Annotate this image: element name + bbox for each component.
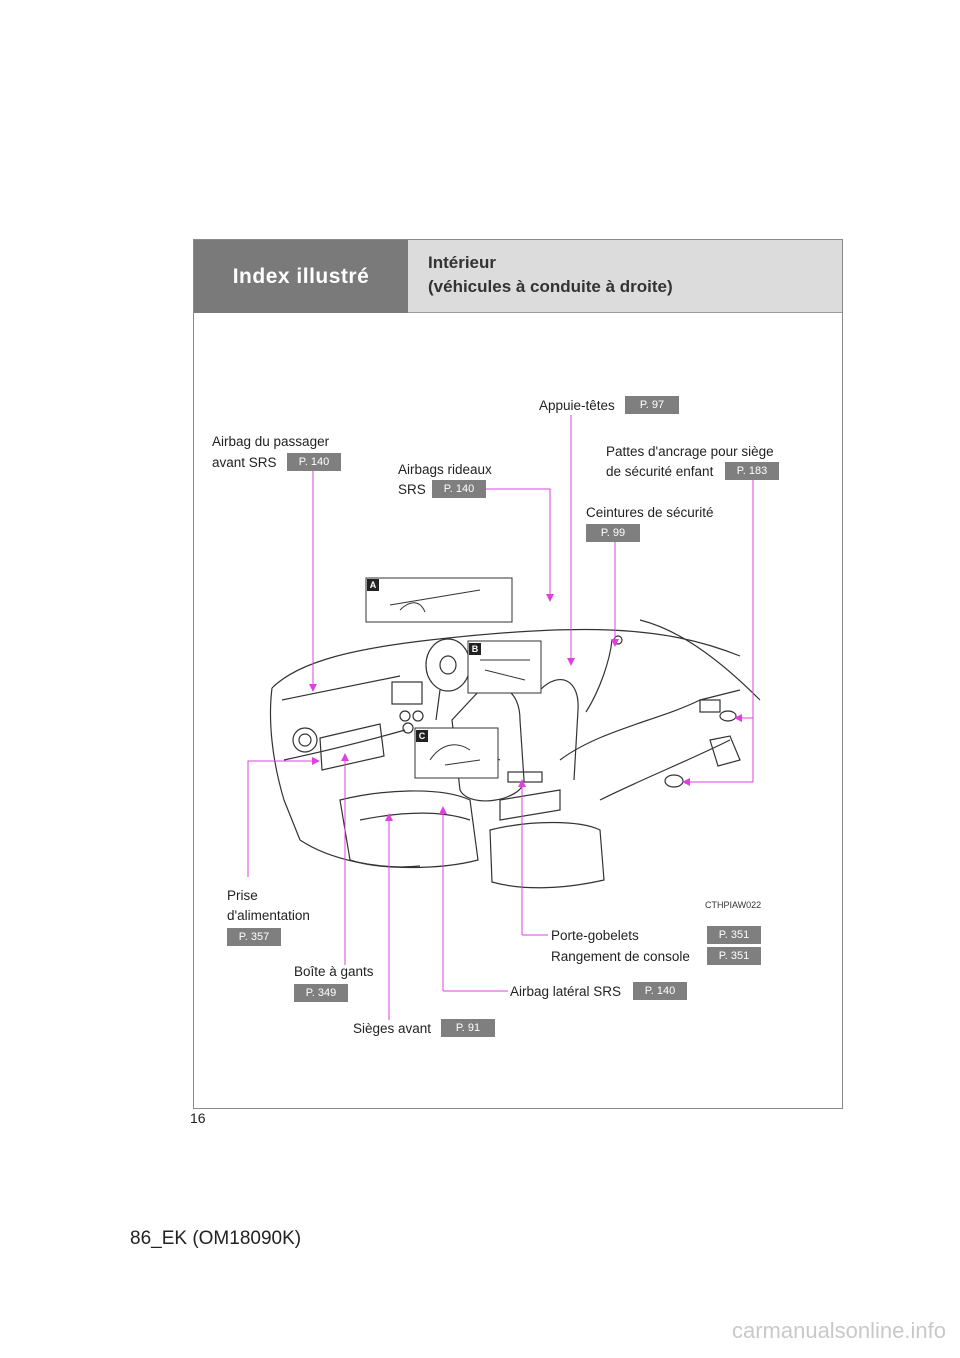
- callout-prise-label-1: Prise: [227, 888, 258, 903]
- watermark: carmanualsonline.info: [731, 1318, 946, 1343]
- inset-c-marker: C: [416, 730, 428, 742]
- callout-rangement-console-label: Rangement de console: [551, 949, 690, 964]
- callout-airbags-rideaux-page[interactable]: P. 140: [432, 480, 486, 498]
- callout-boite-gants-label: Boîte à gants: [294, 964, 374, 979]
- callout-sieges-avant-page[interactable]: P. 91: [441, 1019, 495, 1037]
- callout-prise-page[interactable]: P. 357: [227, 928, 281, 946]
- callout-rangement-console-page[interactable]: P. 351: [707, 947, 761, 965]
- inset-a-frame: [365, 577, 513, 623]
- section-tab: Index illustré: [194, 240, 408, 313]
- callout-airbags-rideaux-label-2: SRS: [398, 482, 426, 497]
- callout-airbag-lateral-label: Airbag latéral SRS: [510, 984, 622, 999]
- page-frame: [193, 239, 843, 1109]
- page-number: 16: [190, 1110, 206, 1126]
- leader-arrows: [309, 594, 742, 821]
- section-title: Index illustré: [232, 264, 370, 288]
- callout-appuie-tetes-page[interactable]: P. 97: [625, 396, 679, 414]
- callout-porte-gobelets-label: Porte-gobelets: [551, 928, 639, 943]
- callout-ceintures-label: Ceintures de sécurité: [586, 505, 714, 520]
- callout-airbag-lateral-page[interactable]: P. 140: [633, 982, 687, 1000]
- callout-pattes-ancrage-label-1: Pattes d'ancrage pour siège: [606, 444, 774, 459]
- callout-prise-label-2: d'alimentation: [227, 908, 310, 923]
- callout-airbag-passager-label-2: avant SRS: [212, 455, 277, 470]
- callout-pattes-ancrage-label-2: de sécurité enfant: [606, 464, 714, 479]
- leader-lines: [247, 415, 754, 1020]
- inset-c-frame: [414, 727, 499, 779]
- callout-airbag-passager-page[interactable]: P. 140: [287, 453, 341, 471]
- document-code: 86_EK (OM18090K): [130, 1228, 302, 1249]
- page-title: Intérieur: [428, 253, 497, 272]
- callout-pattes-ancrage-page[interactable]: P. 183: [725, 462, 779, 480]
- callout-appuie-tetes-label: Appuie-têtes: [539, 398, 615, 413]
- inset-a-marker: A: [367, 579, 379, 591]
- callout-sieges-avant-label: Sièges avant: [353, 1021, 432, 1036]
- callout-airbag-passager-label-1: Airbag du passager: [212, 434, 330, 449]
- callout-porte-gobelets-page[interactable]: P. 351: [707, 926, 761, 944]
- callout-boite-gants-page[interactable]: P. 349: [294, 984, 348, 1002]
- page-header: Intérieur (véhicules à conduite à droite…: [408, 240, 842, 313]
- inset-b-marker: B: [469, 643, 481, 655]
- image-code: CTHPIAW022: [705, 900, 762, 910]
- callout-airbags-rideaux-label-1: Airbags rideaux: [398, 462, 492, 477]
- callout-ceintures-page[interactable]: P. 99: [586, 524, 640, 542]
- page-subtitle: (véhicules à conduite à droite): [428, 277, 673, 296]
